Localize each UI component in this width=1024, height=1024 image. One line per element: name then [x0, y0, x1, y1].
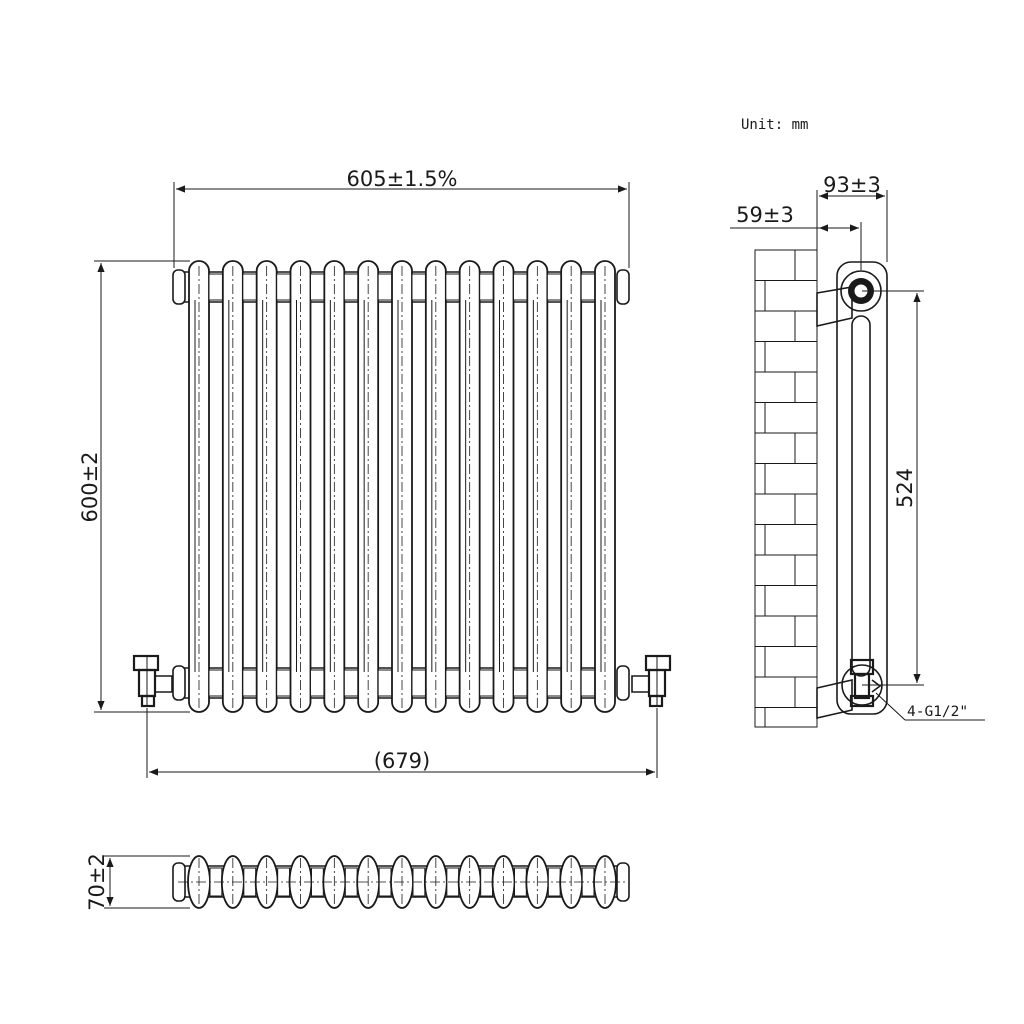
pipe-centres-label: 524	[893, 468, 917, 508]
bush-bottom-left	[172, 665, 186, 701]
dimension-top-depth: 70±2	[85, 853, 190, 911]
bush-top-left	[172, 269, 186, 305]
bush-bottom-right	[616, 665, 630, 701]
top-columns	[178, 855, 626, 909]
overall-width-label: (679)	[374, 749, 430, 773]
front-column	[560, 260, 596, 713]
dimension-depth: 93±3	[816, 173, 888, 262]
side-view: 93±3 59±3 524 4-G1/2"	[730, 173, 985, 728]
front-column	[221, 260, 258, 713]
top-depth-label: 70±2	[85, 853, 109, 911]
front-column	[424, 260, 461, 713]
connection-label: 4-G1/2"	[907, 704, 968, 720]
bracket-bottom	[816, 678, 853, 720]
valve-left	[132, 654, 173, 708]
front-view: 605±1.5% 600±2 (679)	[78, 167, 672, 778]
wall-gap-label: 59±3	[736, 203, 794, 227]
side-bottom-valve	[841, 658, 883, 708]
dimension-pipe-centres: 524	[862, 290, 924, 686]
side-body	[836, 261, 888, 715]
width-label: 605±1.5%	[346, 167, 457, 191]
front-column	[357, 260, 393, 713]
front-column	[492, 260, 528, 713]
wall	[754, 249, 818, 728]
bracket-top	[816, 286, 853, 328]
front-column	[526, 260, 562, 713]
dimension-wall-gap: 59±3	[730, 203, 862, 270]
front-column	[289, 260, 325, 713]
front-column	[391, 260, 427, 713]
front-column	[188, 260, 224, 713]
valve-right	[631, 654, 672, 708]
side-column	[851, 315, 871, 677]
front-columns	[188, 260, 616, 713]
front-column	[323, 260, 359, 713]
side-top-connection	[840, 270, 882, 312]
connection-leader: 4-G1/2"	[875, 692, 985, 721]
dimension-overall-width: (679)	[146, 708, 658, 778]
dimension-width: 605±1.5%	[173, 167, 630, 268]
dimension-height: 600±2	[78, 260, 190, 713]
depth-label: 93±3	[823, 173, 881, 197]
top-view: 70±2	[85, 853, 630, 911]
front-column	[458, 260, 494, 713]
front-column	[255, 260, 291, 713]
height-label: 600±2	[78, 451, 102, 522]
wall-bricks	[755, 250, 817, 728]
front-column	[594, 260, 616, 713]
unit-label: Unit: mm	[741, 117, 808, 133]
bush-top-right	[616, 269, 630, 305]
